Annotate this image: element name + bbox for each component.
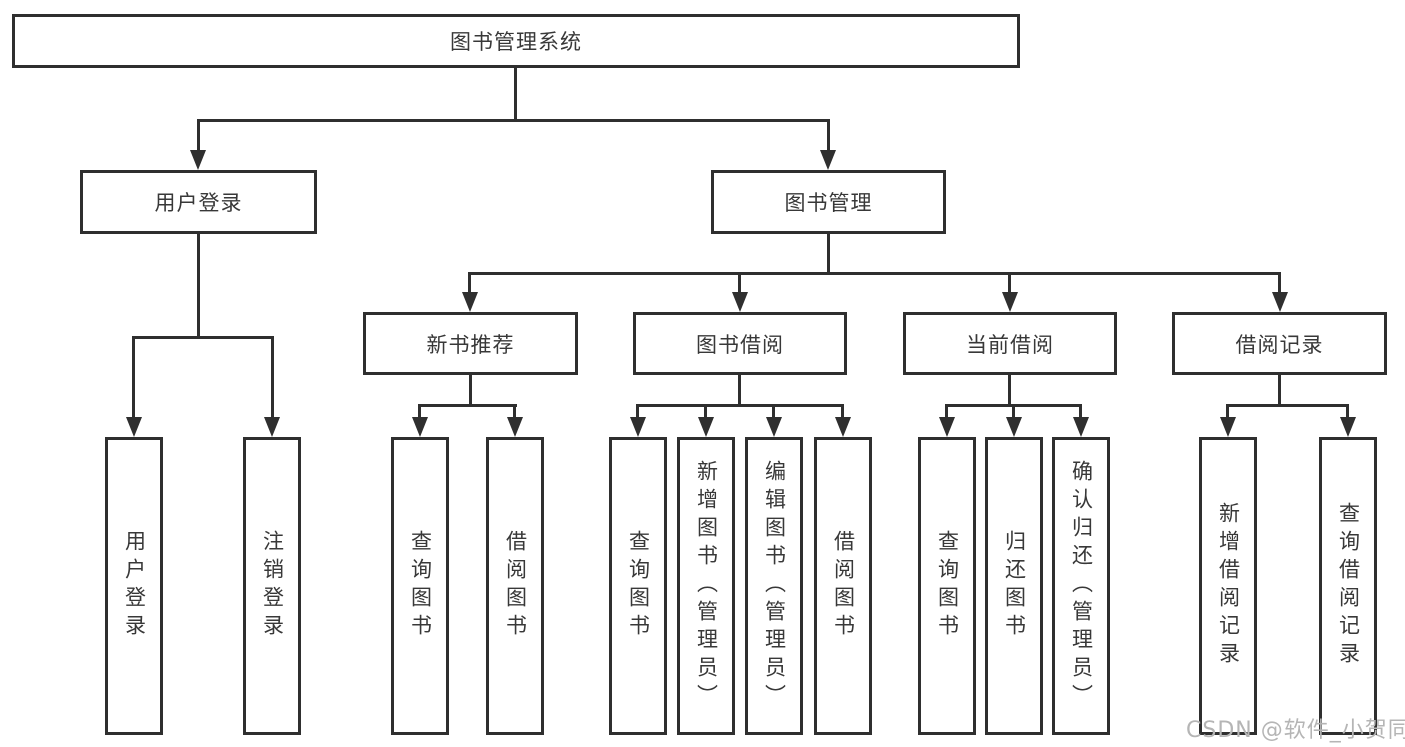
- arrow-down-icon: [820, 150, 836, 170]
- node-leaf-add-book-admin: 新增图书（管理员）: [677, 437, 735, 735]
- connector-line: [637, 404, 844, 407]
- arrow-down-icon: [1272, 292, 1288, 312]
- connector-line: [636, 404, 639, 422]
- arrow-down-icon: [1340, 417, 1356, 437]
- arrow-down-icon: [1002, 292, 1018, 312]
- node-leaf-borrow-books-recommend: 借阅图书: [486, 437, 544, 735]
- node-leaf-add-borrow-record: 新增借阅记录: [1199, 437, 1257, 735]
- arrow-down-icon: [1006, 417, 1022, 437]
- connector-line: [772, 404, 775, 422]
- node-leaf-query-books-recommend: 查询图书: [391, 437, 449, 735]
- connector-line: [841, 404, 844, 422]
- connector-line: [469, 272, 1281, 275]
- connector-line: [1226, 404, 1229, 422]
- connector-line: [197, 119, 830, 122]
- node-borrow-records: 借阅记录: [1172, 312, 1387, 375]
- arrow-down-icon: [264, 417, 280, 437]
- node-leaf-borrow-books: 借阅图书: [814, 437, 872, 735]
- arrow-down-icon: [462, 292, 478, 312]
- connector-line: [827, 234, 830, 274]
- arrow-down-icon: [507, 417, 523, 437]
- node-leaf-query-books-borrowing: 查询图书: [609, 437, 667, 735]
- connector-line: [1012, 404, 1015, 422]
- node-leaf-query-books-current: 查询图书: [918, 437, 976, 735]
- connector-line: [1008, 272, 1011, 296]
- connector-line: [1079, 404, 1082, 422]
- connector-line: [197, 119, 200, 152]
- arrow-down-icon: [766, 417, 782, 437]
- node-leaf-return-book: 归还图书: [985, 437, 1043, 735]
- connector-line: [197, 234, 200, 338]
- connector-line: [514, 68, 517, 120]
- connector-line: [945, 404, 948, 422]
- arrow-down-icon: [732, 292, 748, 312]
- node-leaf-query-borrow-record: 查询借阅记录: [1319, 437, 1377, 735]
- node-root: 图书管理系统: [12, 14, 1020, 68]
- node-leaf-logout: 注销登录: [243, 437, 301, 735]
- arrow-down-icon: [190, 150, 206, 170]
- connector-line: [738, 375, 741, 407]
- connector-line: [271, 336, 274, 421]
- node-leaf-user-login: 用户登录: [105, 437, 163, 735]
- node-leaf-edit-book-admin: 编辑图书（管理员）: [745, 437, 803, 735]
- connector-line: [468, 272, 471, 296]
- arrow-down-icon: [630, 417, 646, 437]
- node-book-management: 图书管理: [711, 170, 946, 234]
- arrow-down-icon: [412, 417, 428, 437]
- connector-line: [738, 272, 741, 296]
- connector-line: [418, 404, 421, 422]
- node-new-book-recommend: 新书推荐: [363, 312, 578, 375]
- connector-line: [827, 119, 830, 152]
- connector-line: [1008, 375, 1011, 407]
- connector-line: [132, 336, 135, 421]
- connector-line: [133, 336, 273, 339]
- connector-line: [1227, 404, 1349, 407]
- watermark-csdn: CSDN @软件_小贺同学: [1186, 718, 1405, 743]
- node-leaf-confirm-return-admin: 确认归还（管理员）: [1052, 437, 1110, 735]
- node-book-borrowing: 图书借阅: [633, 312, 847, 375]
- arrow-down-icon: [1073, 417, 1089, 437]
- arrow-down-icon: [126, 417, 142, 437]
- arrow-down-icon: [835, 417, 851, 437]
- connector-line: [513, 404, 516, 422]
- node-user-login: 用户登录: [80, 170, 317, 234]
- connector-line: [1278, 272, 1281, 296]
- arrow-down-icon: [939, 417, 955, 437]
- arrow-down-icon: [1220, 417, 1236, 437]
- connector-line: [469, 375, 472, 407]
- connector-line: [1278, 375, 1281, 407]
- connector-line: [419, 404, 517, 407]
- connector-line: [1346, 404, 1349, 422]
- connector-line: [704, 404, 707, 422]
- arrow-down-icon: [698, 417, 714, 437]
- node-current-borrowing: 当前借阅: [903, 312, 1117, 375]
